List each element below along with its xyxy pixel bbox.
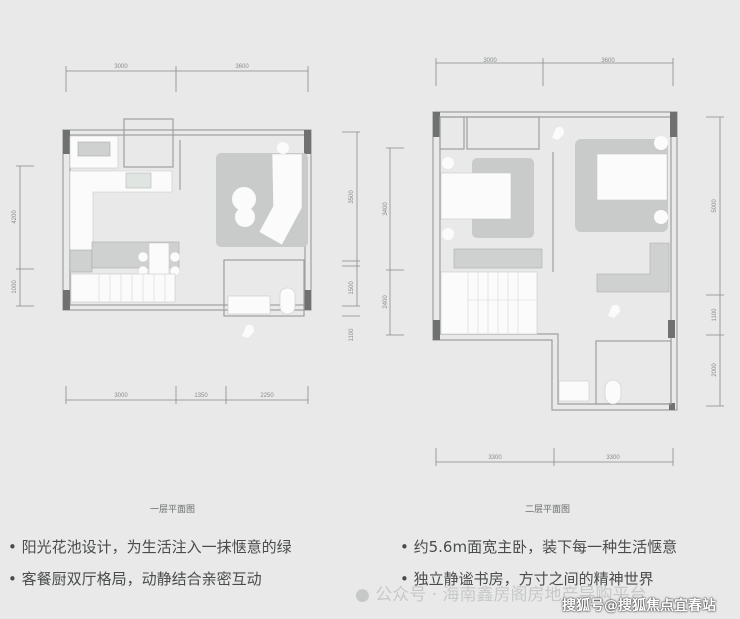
dim-label: 3600 [601, 58, 615, 64]
feature-text: 独立静谧书房，方寸之间的精神世界 [413, 570, 654, 588]
dim-label: 3500 [349, 190, 355, 204]
dim-label: 2400 [383, 295, 389, 309]
floor1-plan: 3000 3600 4200 1000 3500 1500 1100 3000 … [12, 64, 360, 404]
bed-1 [440, 172, 512, 220]
dim-label: 5000 [712, 199, 718, 213]
dim-label: 3300 [488, 455, 502, 461]
dim-label: 1100 [712, 308, 718, 322]
dim-label: 4200 [12, 210, 18, 224]
floor2-dim-top: 3000 3600 [435, 58, 674, 86]
floor1-dim-top: 3000 3600 [65, 64, 309, 92]
floor2-dim-right: 5000 1100 2000 [706, 116, 724, 407]
dim-label: 3400 [383, 202, 389, 216]
dim-label: 2250 [260, 393, 274, 399]
feature-text: 客餐厨双厅格局，动静结合亲密互动 [21, 570, 262, 588]
wechat-icon: ● [355, 585, 370, 605]
dim-label: 3600 [235, 64, 249, 70]
floor1-dim-bottom: 3000 1350 2250 [65, 386, 309, 404]
feature-text: 阳光花池设计，为生活注入一抹惬意的绿 [21, 538, 292, 556]
dim-label: 1350 [194, 393, 208, 399]
floor1-caption: 一层平面图 [150, 505, 196, 515]
feature-text: 约5.6m面宽主卧，装下每一种生活惬意 [413, 538, 678, 556]
toilet [604, 379, 622, 405]
dim-label: 3000 [114, 64, 128, 70]
walk-in-closet [596, 242, 670, 293]
wechat-watermark-text: 公众号 · 海南鑫房阁房地产导购平台 [375, 585, 647, 605]
stairs [440, 271, 538, 335]
feature-item: • 客餐厨双厅格局，动静结合亲密互动 [8, 570, 262, 588]
sofa [258, 153, 303, 246]
wechat-watermark: ● 公众号 · 海南鑫房阁房地产导购平台 [355, 580, 646, 605]
floor2-caption: 二层平面图 [525, 505, 571, 515]
floor2-plan: 3000 3600 3400 2400 5000 1100 2000 3300 … [383, 58, 724, 466]
dim-label: 2000 [712, 363, 718, 377]
stairs [70, 273, 176, 303]
dim-label: 3000 [114, 393, 128, 399]
floor2-dim-bottom: 3300 3300 [435, 448, 674, 466]
dim-label: 3000 [483, 58, 497, 64]
floor2-dim-left: 3400 2400 [383, 147, 404, 336]
floor1-dim-left: 4200 1000 [12, 165, 34, 307]
bed-2 [596, 153, 668, 201]
feature-item: • 约5.6m面宽主卧，装下每一种生活惬意 [400, 538, 678, 556]
dim-label: 1000 [12, 280, 18, 294]
floor1-dim-right: 3500 1500 1100 [342, 131, 360, 342]
wardrobe [453, 248, 543, 269]
dim-label: 1500 [349, 281, 355, 295]
dim-label: 1100 [349, 328, 355, 342]
toilet [279, 287, 296, 315]
sohu-watermark: 搜狐号@搜狐焦点宜春站 [562, 598, 716, 614]
feature-item: • 阳光花池设计，为生活注入一抹惬意的绿 [8, 538, 292, 556]
washer [69, 249, 93, 273]
dim-label: 3300 [606, 455, 620, 461]
feature-item: • 独立静谧书房，方寸之间的精神世界 [400, 570, 654, 588]
